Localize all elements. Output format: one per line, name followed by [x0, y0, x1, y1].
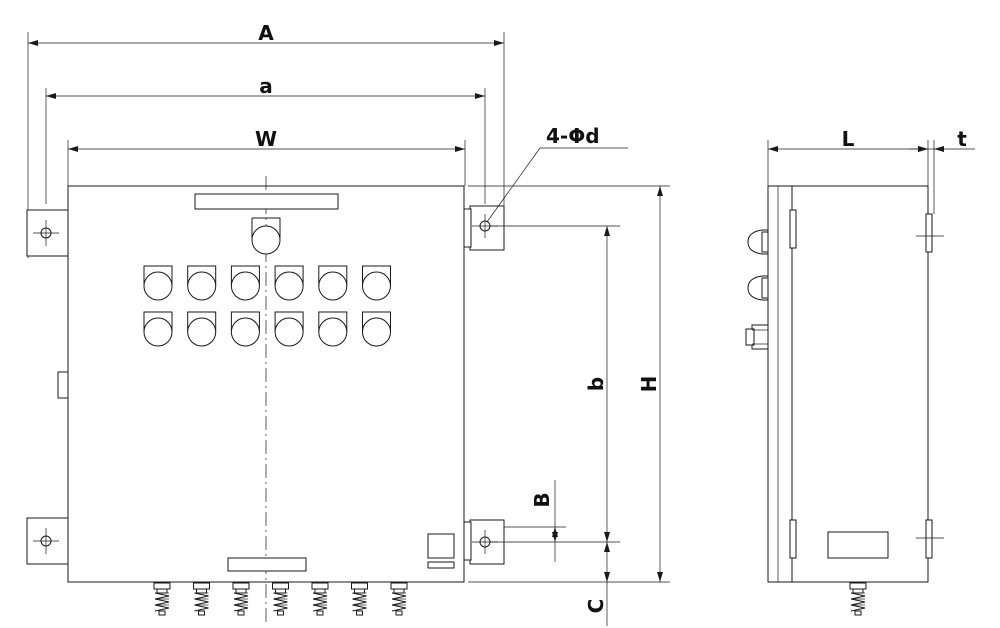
terminal-box — [427, 533, 455, 569]
indicator-lamp — [274, 311, 304, 347]
cable-gland — [272, 582, 289, 616]
side-door-profile — [767, 185, 793, 583]
dimension-label-b: b — [584, 377, 608, 391]
mounting-bracket-top-left — [26, 209, 69, 257]
dimension-L: L — [767, 127, 929, 186]
cable-gland — [311, 582, 329, 616]
dimension-H: H — [637, 186, 663, 582]
side-bracket-bottom — [925, 519, 933, 559]
side-lamp-2 — [747, 275, 769, 301]
dimension-label-A: A — [258, 21, 274, 45]
indicator-lamp-grid — [143, 265, 391, 347]
cable-glands — [153, 582, 408, 616]
indicator-lamp — [187, 311, 217, 347]
cable-gland — [193, 582, 210, 616]
nameplate-top — [194, 193, 339, 210]
side-cable-gland — [849, 582, 867, 616]
cable-gland — [390, 582, 408, 616]
cable-gland — [232, 582, 250, 616]
mounting-bracket-top-right — [463, 205, 505, 251]
indicator-lamp — [143, 311, 173, 347]
dimension-b: b — [584, 226, 610, 542]
side-body-profile — [791, 185, 929, 583]
cable-gland — [153, 582, 171, 616]
side-hinge-bottom — [789, 519, 797, 559]
indicator-lamp — [230, 311, 260, 347]
indicator-lamp — [362, 265, 391, 301]
dimension-B: B — [530, 480, 558, 562]
side-view: L t — [745, 127, 975, 616]
dimension-label-H: H — [637, 376, 661, 393]
door-hinge — [57, 371, 69, 399]
hole-callout: 4-Φd — [486, 124, 628, 223]
nameplate-bottom — [227, 557, 307, 572]
side-lamp-1 — [747, 229, 769, 255]
dimension-a: a — [45, 74, 486, 204]
indicator-lamp — [187, 265, 217, 301]
side-hinge-top — [789, 209, 797, 249]
indicator-lamp — [143, 265, 173, 301]
mounting-bracket-bottom-left — [26, 517, 69, 565]
dimension-t: t — [910, 127, 975, 214]
indicator-lamp — [318, 265, 348, 301]
indicator-lamp — [274, 265, 304, 301]
dimension-W: W — [67, 127, 466, 186]
side-switch — [745, 324, 769, 350]
dimension-label-L: L — [842, 127, 855, 151]
dimension-label-B: B — [530, 492, 554, 507]
indicator-lamp — [230, 265, 260, 301]
dimension-label-W: W — [255, 127, 277, 151]
dimension-label-C: C — [584, 599, 608, 614]
dimension-label-a: a — [259, 74, 273, 98]
hole-callout-label: 4-Φd — [546, 124, 600, 148]
dimension-label-t: t — [957, 127, 967, 151]
indicator-lamp — [318, 311, 348, 347]
dimension-C: C — [584, 542, 610, 626]
cable-gland — [351, 582, 368, 616]
main-indicator — [251, 217, 281, 255]
side-bracket-top — [925, 213, 933, 253]
side-nameplate — [827, 531, 889, 559]
cable-gland — [849, 582, 867, 616]
indicator-lamp — [362, 311, 391, 347]
front-view: A a W — [26, 21, 670, 626]
